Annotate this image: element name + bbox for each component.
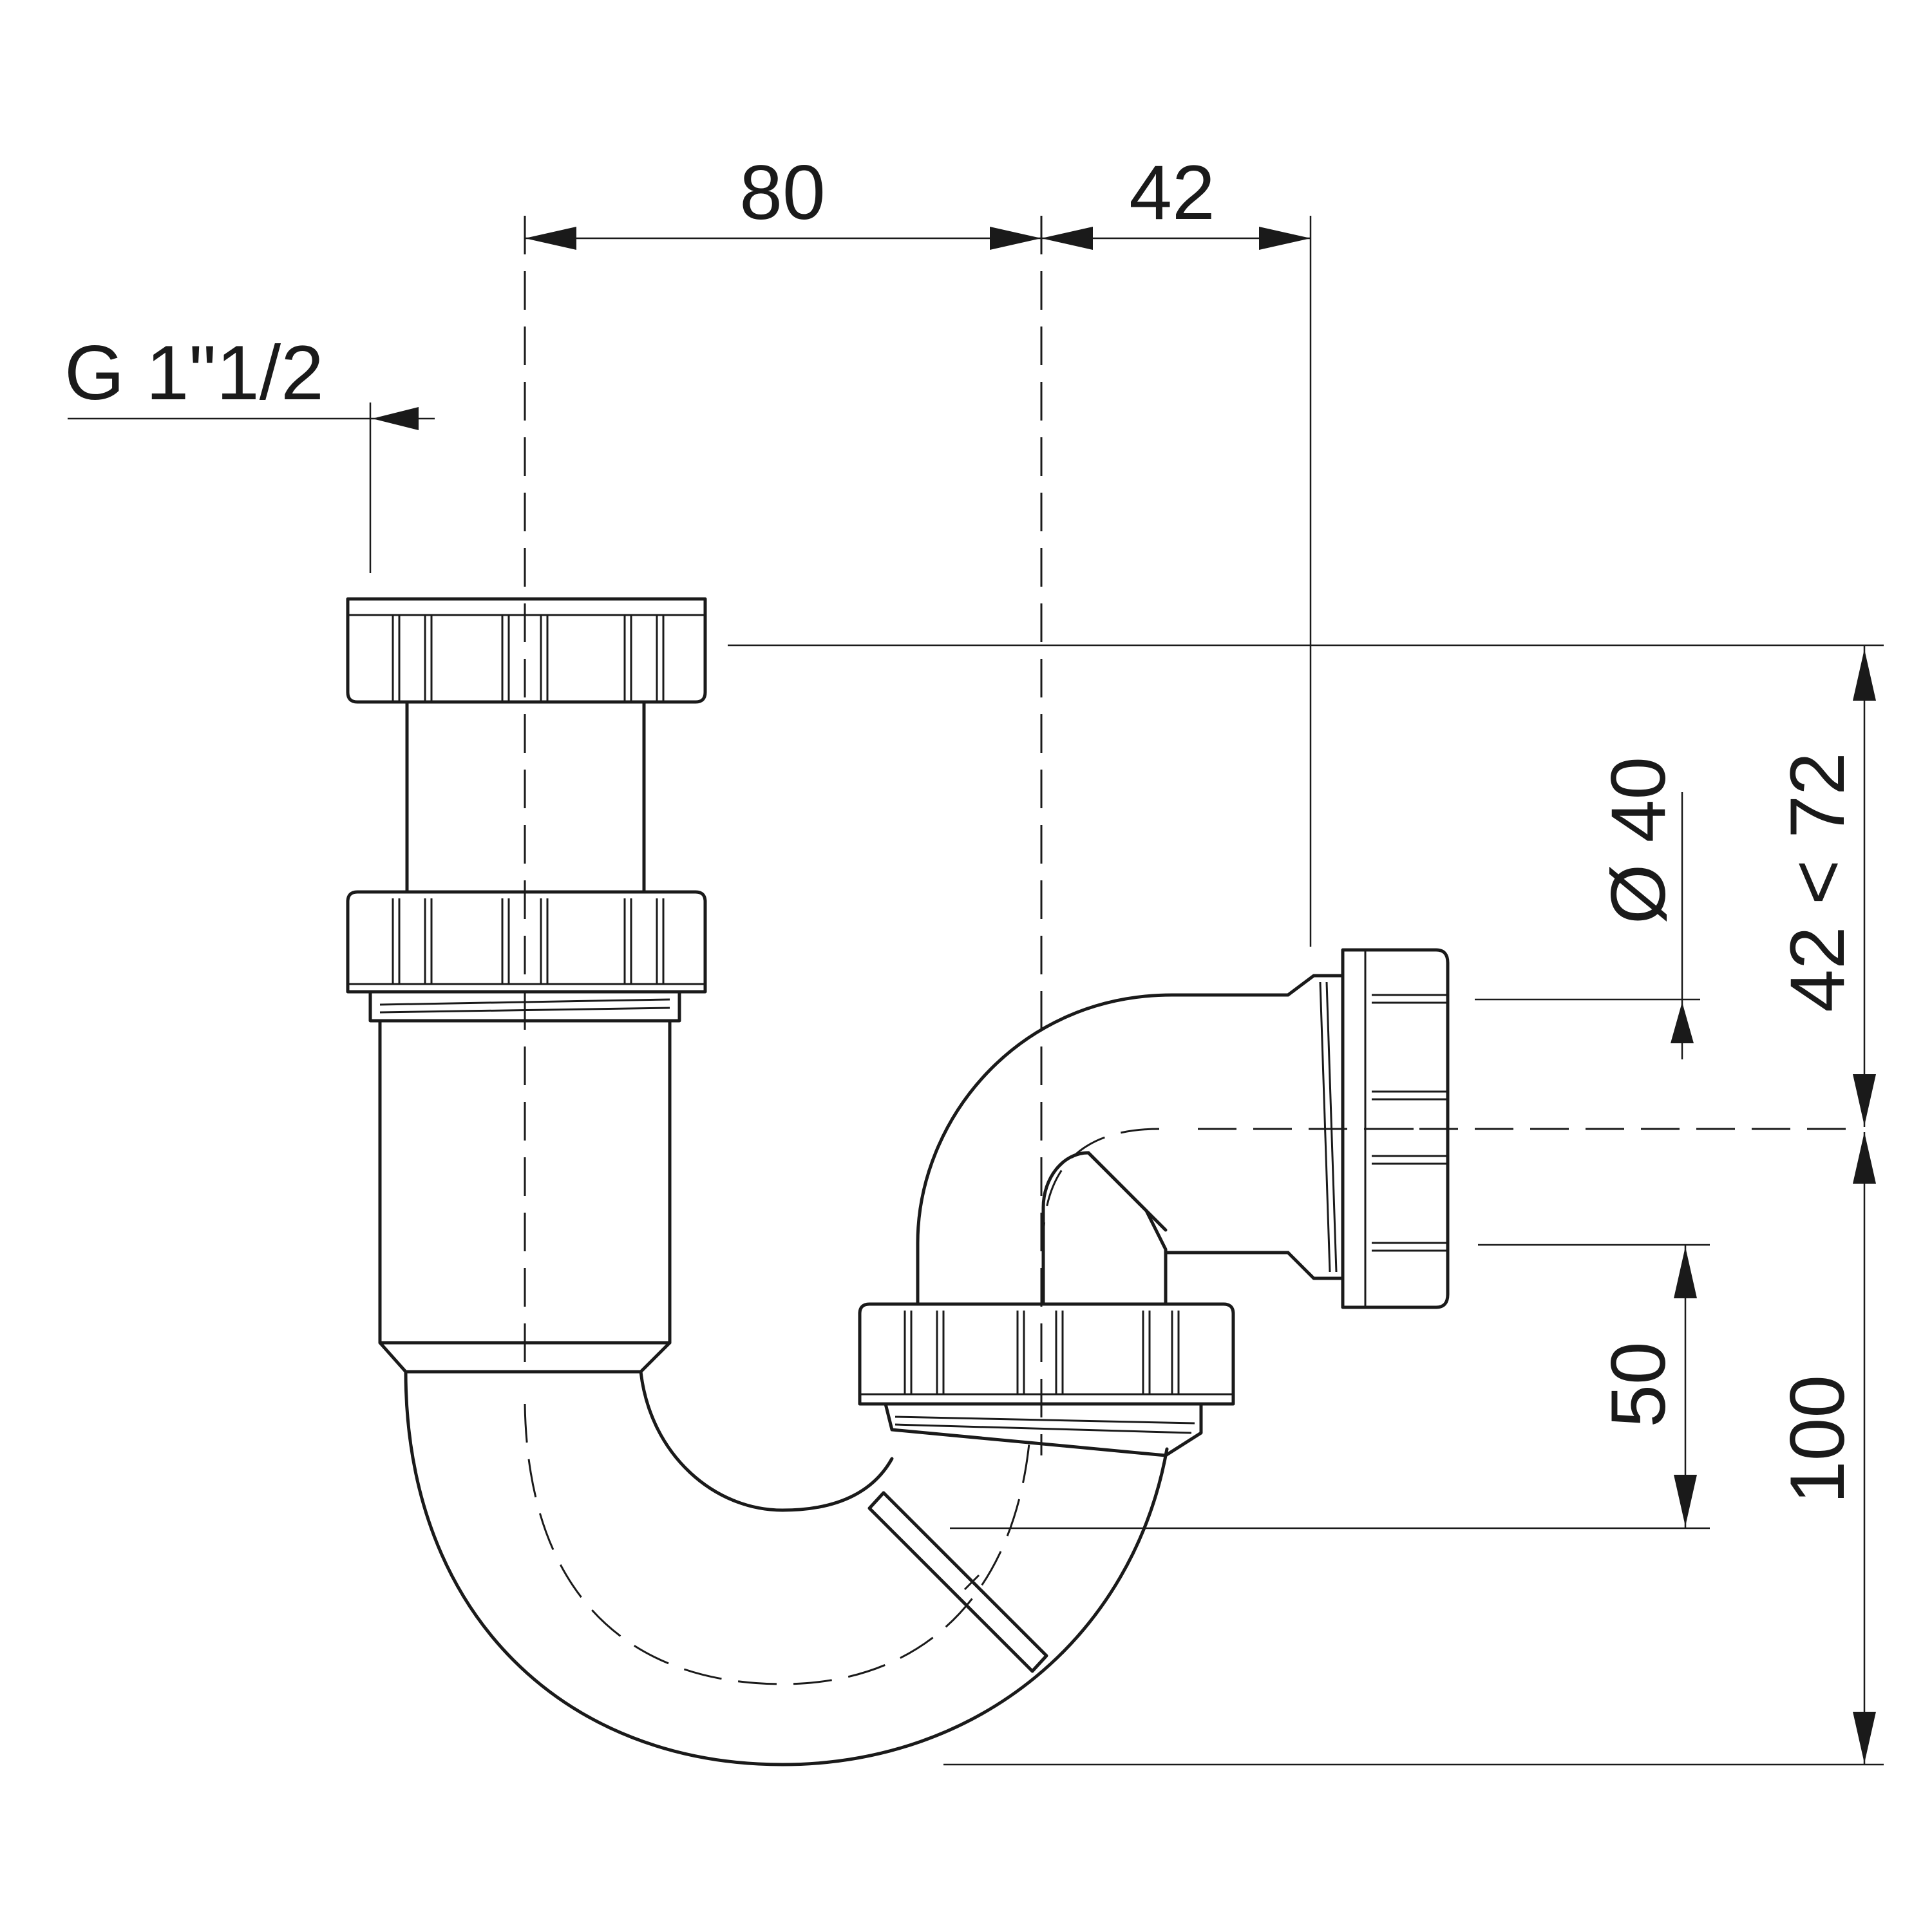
drain-plug (867, 1491, 1048, 1673)
dip-tube (378, 1019, 672, 1374)
u-bend (404, 1370, 1169, 1766)
trap-right-nut (858, 1302, 1235, 1457)
inlet-top-nut (346, 597, 707, 704)
dim-outlet-diameter-label: Ø 40 (1595, 757, 1681, 924)
dim-inlet-to-axis-label: 80 (739, 149, 825, 236)
dim-outlet-offset-label: 50 (1595, 1341, 1681, 1427)
inlet-tube (405, 700, 646, 894)
dim-axis-to-outlet-label: 42 (1129, 149, 1215, 236)
outlet-elbow (916, 974, 1345, 1306)
dim-total-depth-label: 100 (1774, 1375, 1861, 1504)
outlet-nut (1341, 948, 1450, 1309)
dim-thread-label: G 1"1/2 (64, 330, 324, 416)
dimension-lines (68, 216, 1884, 1766)
centre-axes (524, 216, 1160, 1685)
inlet-lower-nut (346, 890, 707, 1023)
dim-height-adjust-label: 42 < 72 (1774, 752, 1861, 1012)
